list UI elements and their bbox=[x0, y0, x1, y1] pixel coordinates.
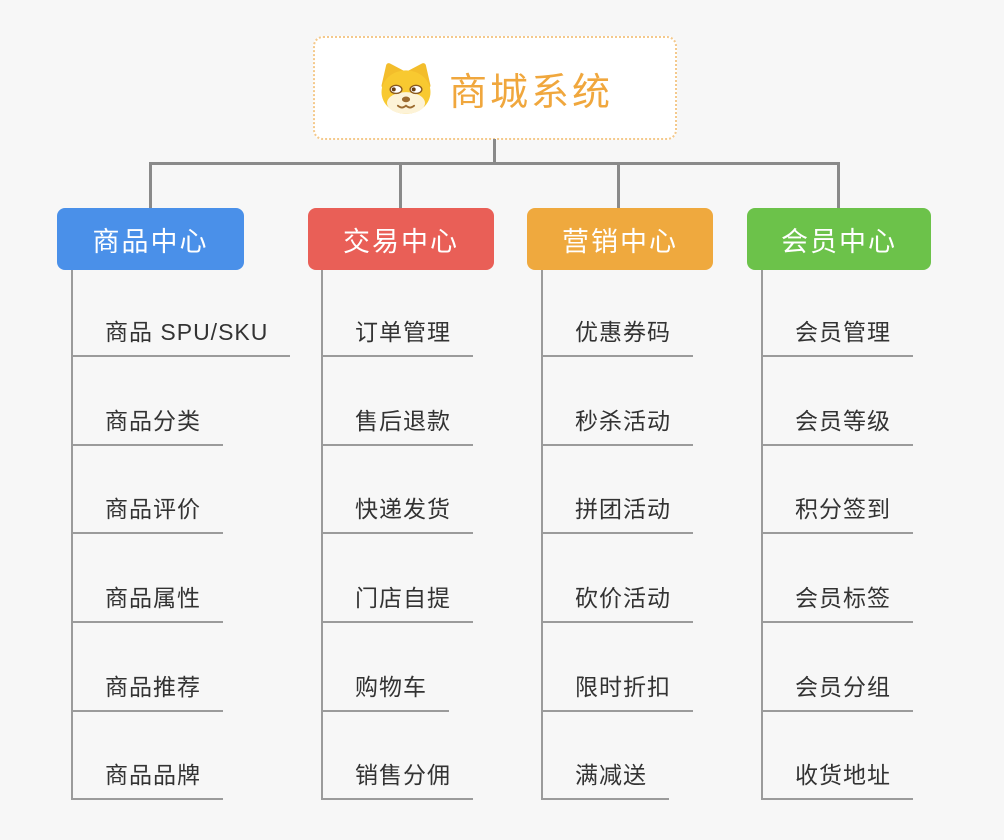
leaf-node[interactable]: 商品品牌 bbox=[71, 756, 223, 800]
connector-root-stub bbox=[493, 139, 496, 164]
connector-stub-product bbox=[149, 164, 152, 209]
leaf-node[interactable]: 售后退款 bbox=[321, 402, 473, 446]
connector-stub-marketing bbox=[617, 164, 620, 209]
leaf-node[interactable]: 砍价活动 bbox=[541, 579, 693, 623]
leaf-node[interactable]: 积分签到 bbox=[761, 490, 913, 534]
leaf-node[interactable]: 会员等级 bbox=[761, 402, 913, 446]
leaf-node[interactable]: 会员分组 bbox=[761, 668, 913, 712]
leaf-node[interactable]: 拼团活动 bbox=[541, 490, 693, 534]
root-node[interactable]: 商城系统 bbox=[313, 36, 677, 140]
leaf-node[interactable]: 商品 SPU/SKU bbox=[71, 313, 291, 357]
leaf-node[interactable]: 商品属性 bbox=[71, 579, 223, 623]
connector-stub-trade bbox=[399, 164, 402, 209]
leaf-node[interactable]: 满减送 bbox=[541, 756, 669, 800]
leaf-node[interactable]: 商品推荐 bbox=[71, 668, 223, 712]
leaf-node[interactable]: 购物车 bbox=[321, 668, 449, 712]
leaf-node[interactable]: 限时折扣 bbox=[541, 668, 693, 712]
branch-node-trade-center[interactable]: 交易中心 bbox=[308, 208, 494, 270]
leaf-node[interactable]: 优惠券码 bbox=[541, 313, 693, 357]
trunk-line-trade bbox=[321, 270, 323, 800]
leaf-node[interactable]: 销售分佣 bbox=[321, 756, 473, 800]
branch-node-marketing-center[interactable]: 营销中心 bbox=[527, 208, 713, 270]
leaf-node[interactable]: 商品评价 bbox=[71, 490, 223, 534]
leaf-node[interactable]: 会员管理 bbox=[761, 313, 913, 357]
leaf-node[interactable]: 商品分类 bbox=[71, 402, 223, 446]
leaf-node[interactable]: 会员标签 bbox=[761, 579, 913, 623]
connector-stub-member bbox=[837, 164, 840, 209]
trunk-line-marketing bbox=[541, 270, 543, 800]
doge-icon bbox=[377, 62, 435, 115]
leaf-node[interactable]: 收货地址 bbox=[761, 756, 913, 800]
leaf-node[interactable]: 秒杀活动 bbox=[541, 402, 693, 446]
trunk-line-member bbox=[761, 270, 763, 800]
connector-bus bbox=[149, 162, 840, 165]
root-title: 商城系统 bbox=[448, 71, 613, 114]
branch-node-member-center[interactable]: 会员中心 bbox=[747, 208, 931, 270]
leaf-node[interactable]: 门店自提 bbox=[321, 579, 473, 623]
leaf-node[interactable]: 快递发货 bbox=[321, 490, 473, 534]
trunk-line-product bbox=[71, 270, 73, 800]
branch-node-product-center[interactable]: 商品中心 bbox=[57, 208, 244, 270]
leaf-node[interactable]: 订单管理 bbox=[321, 313, 473, 357]
